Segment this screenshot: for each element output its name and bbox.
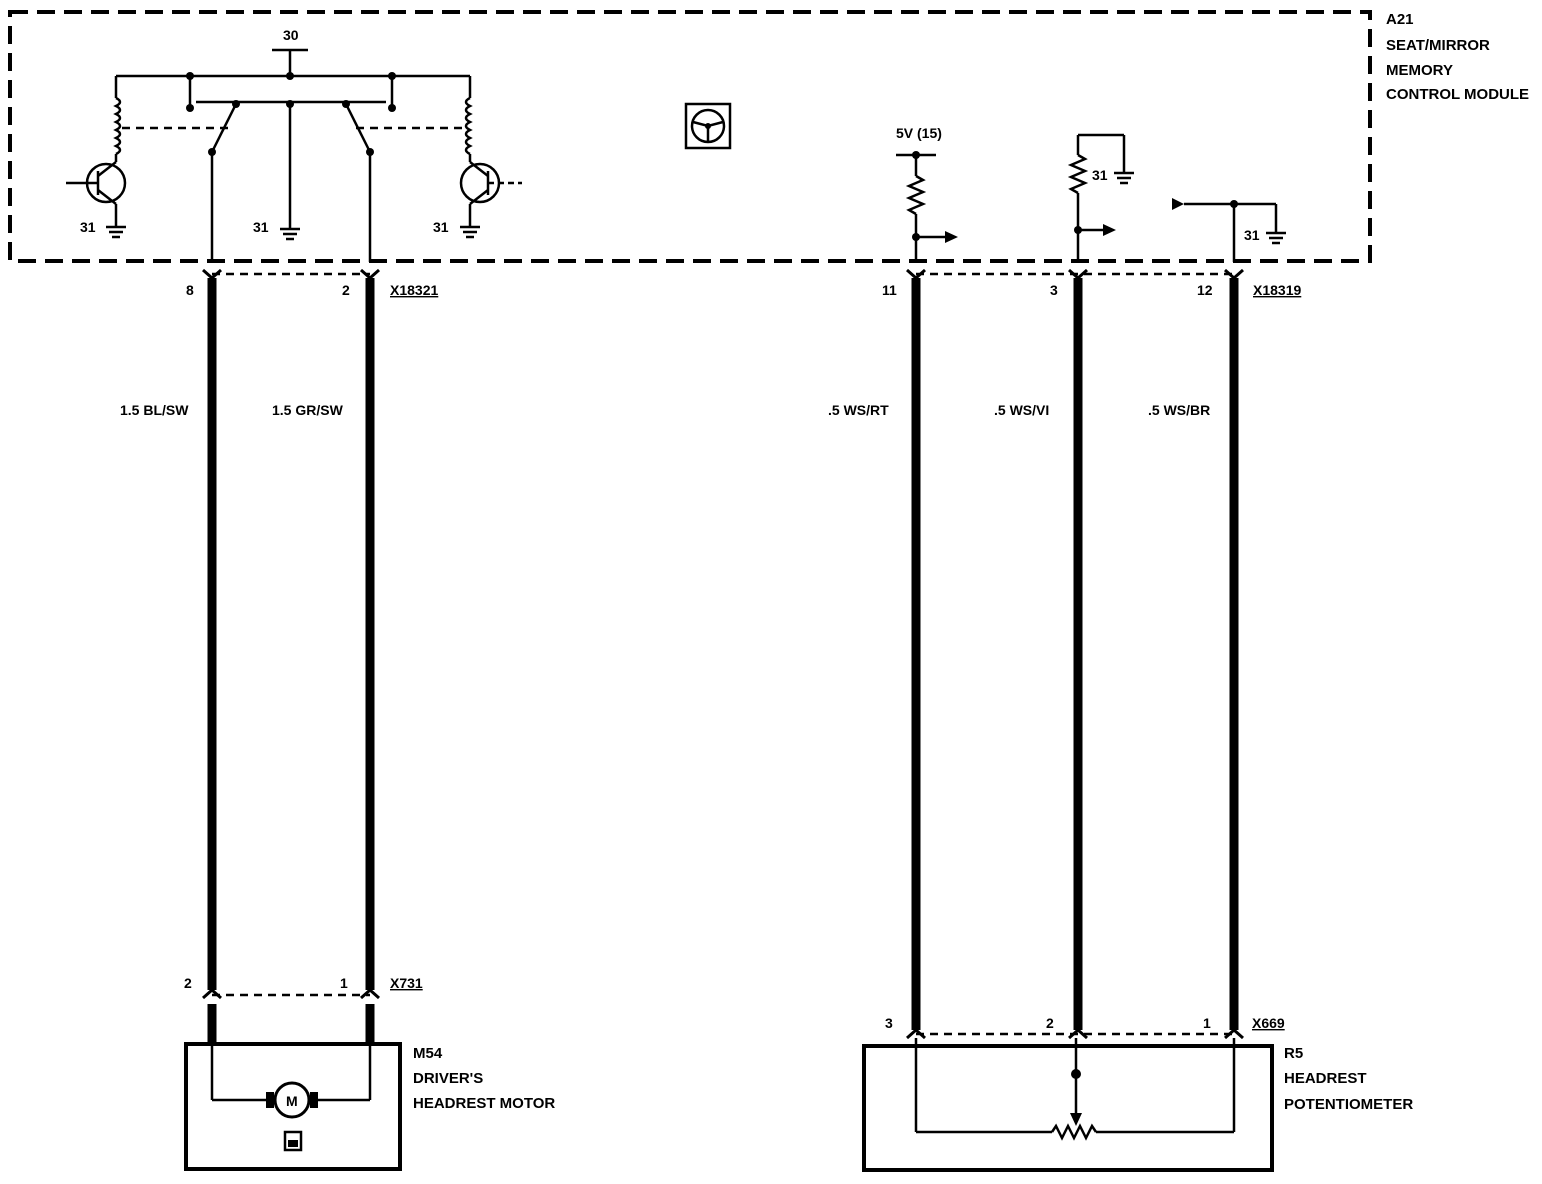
motor-icon: M [266, 1081, 318, 1119]
pin-label: 11 [882, 282, 897, 298]
pin-label: 2 [342, 282, 350, 298]
connector-chevrons [202, 268, 1244, 1040]
module-boundary [8, 10, 1372, 263]
steering-wheel-icon [684, 102, 732, 150]
module-ref: A21 [1386, 11, 1414, 28]
pin-label: 1 [1203, 1015, 1211, 1031]
wire-label: .5 WS/VI [994, 402, 1049, 418]
transistor-left-icon [66, 161, 127, 226]
motor-name-1: DRIVER'S [413, 1070, 483, 1087]
pin-label: 12 [1197, 282, 1213, 298]
pin-label: 3 [885, 1015, 893, 1031]
pin-label: 8 [186, 282, 194, 298]
ground-label: 31 [253, 219, 269, 235]
sensor-circuit: 5V (15) 31 31 [896, 125, 1286, 262]
connector-label: X669 [1252, 1015, 1285, 1031]
ground-icon [1266, 231, 1286, 245]
motor-ref: M54 [413, 1045, 443, 1062]
component-icon [283, 1130, 303, 1152]
wire-label: .5 WS/BR [1148, 402, 1210, 418]
pot-name-2: POTENTIOMETER [1284, 1096, 1413, 1113]
headrest-motor: M [184, 1042, 402, 1171]
ground-label: 31 [1092, 167, 1108, 183]
wire-label: 1.5 BL/SW [120, 402, 189, 418]
ground-icon [280, 227, 300, 241]
svg-text:M: M [286, 1093, 298, 1109]
module-name-3: CONTROL MODULE [1386, 86, 1529, 103]
relay-circuit: 30 [66, 27, 522, 262]
ground-icon [1114, 171, 1134, 185]
harness-wires [207, 278, 1239, 1044]
ref-voltage-label: 5V (15) [896, 125, 942, 141]
module-name-2: MEMORY [1386, 62, 1453, 79]
connector-label: X731 [390, 975, 423, 991]
ground-icon [106, 225, 126, 239]
pin-label: 3 [1050, 282, 1058, 298]
wire-label: .5 WS/RT [828, 402, 889, 418]
ground-label: 31 [433, 219, 449, 235]
battery-label: 30 [283, 27, 299, 43]
ground-label: 31 [80, 219, 96, 235]
pin-label: 2 [184, 975, 192, 991]
transistor-right-icon [459, 161, 522, 226]
pot-name-1: HEADREST [1284, 1070, 1367, 1087]
connector-label: X18319 [1253, 282, 1301, 298]
motor-name-2: HEADREST MOTOR [413, 1095, 555, 1112]
headrest-potentiometer [862, 1038, 1274, 1172]
connector-label: X18321 [390, 282, 438, 298]
ground-icon [460, 225, 480, 239]
wire-label: 1.5 GR/SW [272, 402, 344, 418]
module-name-1: SEAT/MIRROR [1386, 37, 1490, 54]
pin-label: 2 [1046, 1015, 1054, 1031]
ground-label: 31 [1244, 227, 1260, 243]
pin-label: 1 [340, 975, 348, 991]
pot-ref: R5 [1284, 1045, 1303, 1062]
